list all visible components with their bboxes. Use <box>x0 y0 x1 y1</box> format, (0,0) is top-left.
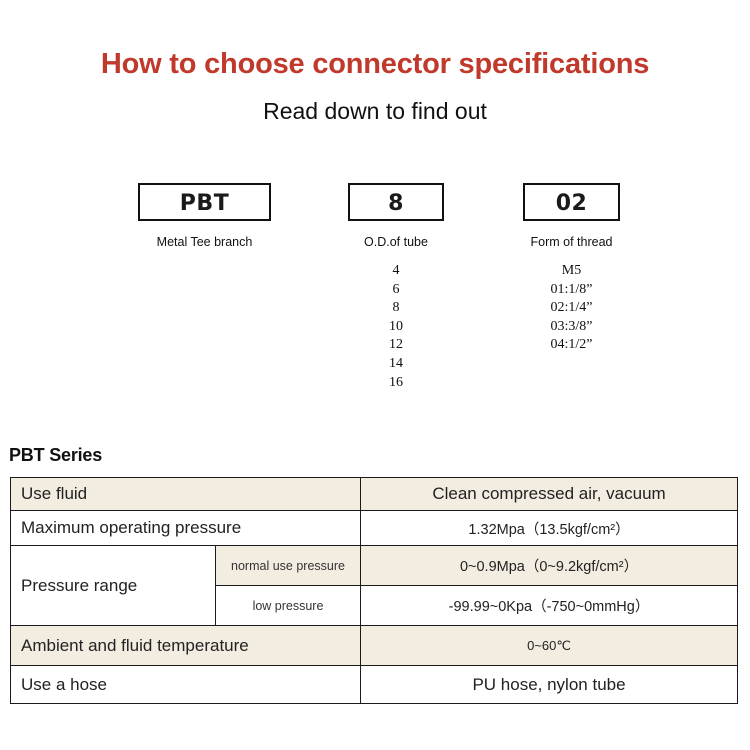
spec-value-low-pressure: -99.99~0Kpa（-750~0mmHg） <box>360 585 739 626</box>
spec-label-pressure-range: Pressure range <box>10 545 216 626</box>
spec-sublabel-normal-use-pressure: normal use pressure <box>214 545 362 586</box>
code-box-tube-size: 8 <box>348 183 444 221</box>
page-title: How to choose connector specifications <box>100 48 650 80</box>
table-row: Ambient and fluid temperature 0~60℃ <box>9 625 739 666</box>
spec-sublabel-low-pressure: low pressure <box>214 585 362 626</box>
table-row: Use a hose PU hose, nylon tube <box>9 665 739 704</box>
table-row: Maximum operating pressure 1.32Mpa（13.5k… <box>9 510 739 546</box>
code-option: 14 <box>389 355 403 371</box>
code-column-metal-tee-branch: PBT Metal Tee branch <box>138 183 271 249</box>
spec-value-max-operating-pressure: 1.32Mpa（13.5kgf/cm²） <box>360 510 739 546</box>
code-option: 16 <box>389 374 403 390</box>
specifications-table: Use fluid Clean compressed air, vacuum M… <box>9 477 739 704</box>
spec-value-normal-use-pressure: 0~0.9Mpa（0~9.2kgf/cm²） <box>360 545 739 586</box>
code-box-prefix: PBT <box>138 183 271 221</box>
table-row: Pressure range normal use pressure 0~0.9… <box>10 545 739 626</box>
spec-label-ambient-fluid-temperature: Ambient and fluid temperature <box>9 625 362 666</box>
spec-label-use-fluid: Use fluid <box>9 477 362 511</box>
part-number-builder: PBT Metal Tee branch 8 O.D.of tube 4 6 8… <box>0 183 750 423</box>
spec-value-use-a-hose: PU hose, nylon tube <box>360 665 739 704</box>
code-option: 01:1/8” <box>550 281 593 297</box>
spec-value-use-fluid: Clean compressed air, vacuum <box>360 477 739 511</box>
code-caption-tube-size: O.D.of tube <box>364 235 428 249</box>
code-option: 03:3/8” <box>550 318 593 334</box>
code-option: 12 <box>389 337 403 353</box>
code-caption-prefix: Metal Tee branch <box>156 235 253 249</box>
series-heading: PBT Series <box>9 445 103 465</box>
code-option: 4 <box>392 263 400 278</box>
spec-label-use-a-hose: Use a hose <box>9 665 362 704</box>
code-option: 10 <box>389 318 403 334</box>
code-option: M5 <box>561 263 582 278</box>
code-option: 8 <box>392 300 400 316</box>
code-caption-thread-form: Form of thread <box>530 235 613 249</box>
code-box-thread-form: 02 <box>523 183 620 221</box>
spec-label-max-operating-pressure: Maximum operating pressure <box>9 510 362 546</box>
code-column-od-of-tube: 8 O.D.of tube 4 6 8 10 12 14 16 <box>348 183 444 392</box>
page-subtitle: Read down to find out <box>263 98 487 124</box>
code-option: 04:1/2” <box>550 337 593 353</box>
table-row: low pressure -99.99~0Kpa（-750~0mmHg） <box>11 585 739 626</box>
code-option-list-thread-form: M5 01:1/8” 02:1/4” 03:3/8” 04:1/2” <box>523 262 620 355</box>
code-option: 02:1/4” <box>550 300 593 316</box>
code-option: 6 <box>392 281 400 297</box>
code-option-list-tube-size: 4 6 8 10 12 14 16 <box>348 262 444 392</box>
spec-value-ambient-fluid-temperature: 0~60℃ <box>360 625 739 666</box>
code-column-form-of-thread: 02 Form of thread M5 01:1/8” 02:1/4” 03:… <box>523 183 620 355</box>
table-row: Use fluid Clean compressed air, vacuum <box>9 477 739 511</box>
